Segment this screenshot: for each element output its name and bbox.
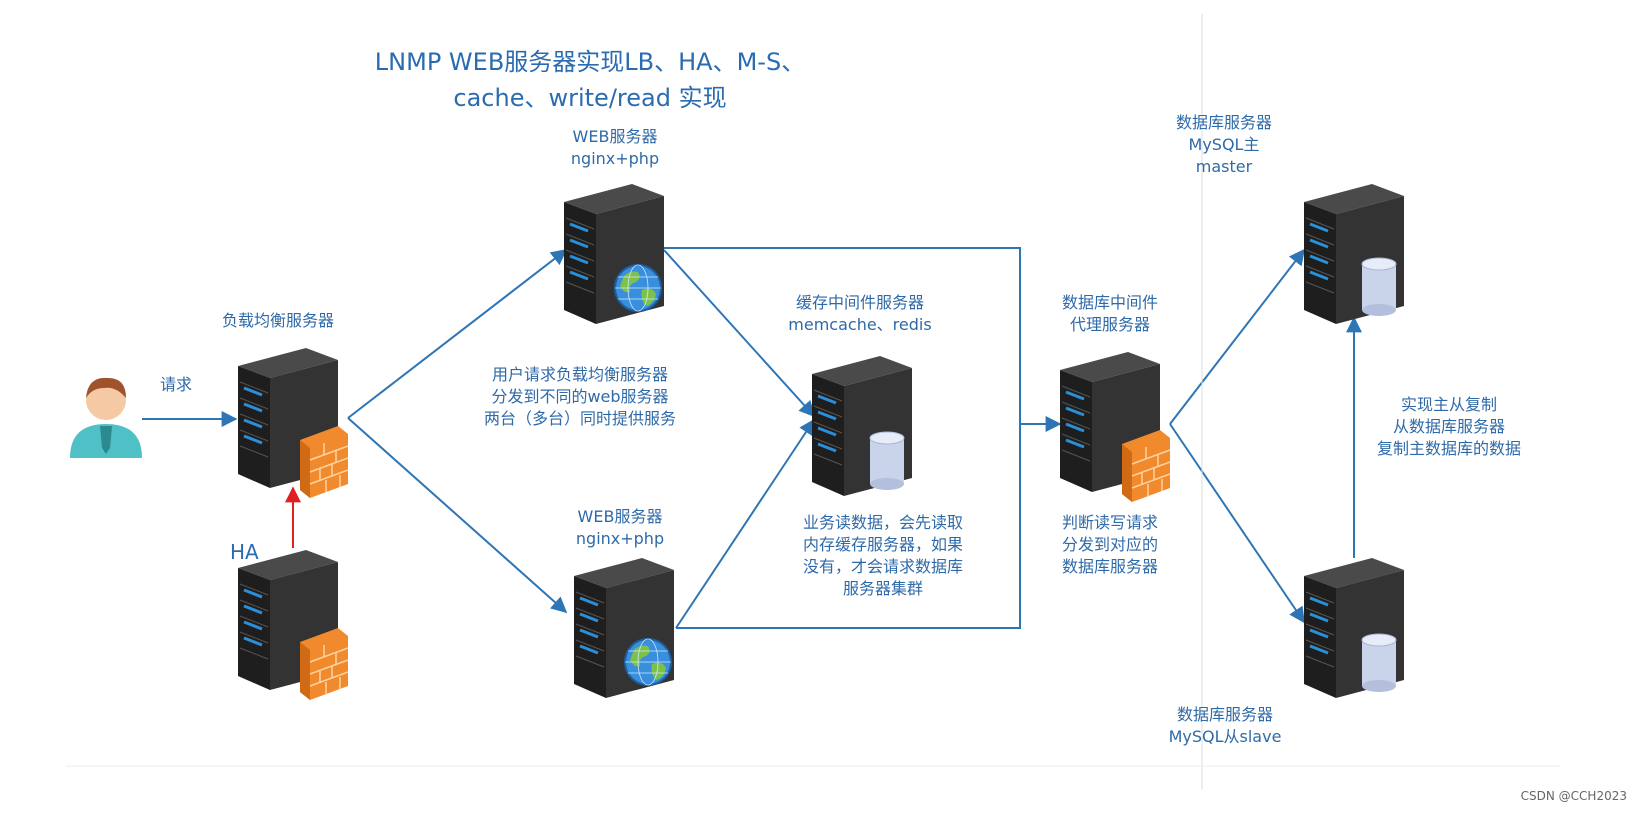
- db-proxy-label-line-1: 数据库中间件: [1061, 293, 1158, 312]
- web-top-label-line-2: nginx+php: [570, 149, 660, 168]
- cache-note: 业务读数据，会先读取 内存缓存服务器，如果 没有，才会请求数据库 服务器集群: [788, 512, 978, 600]
- cache-label-line-1: 缓存中间件服务器: [795, 293, 924, 312]
- title-line-1: LNMP WEB服务器实现LB、HA、M-S、: [374, 48, 806, 76]
- ha-label: HA: [230, 540, 259, 564]
- replication-note-line-1: 实现主从复制: [1400, 395, 1497, 414]
- master-db-label: 数据库服务器 MySQL主 master: [1164, 112, 1284, 178]
- web-top-label: WEB服务器 nginx+php: [560, 126, 670, 170]
- diagram-title: LNMP WEB服务器实现LB、HA、M-S、 cache、write/read…: [360, 44, 820, 116]
- connection-lines: [142, 247, 1362, 629]
- lb-note-line-2: 分发到不同的web服务器: [491, 387, 669, 406]
- db-proxy-note-line-2: 分发到对应的: [1061, 535, 1158, 554]
- web1-to-cache-arrow: [663, 249, 816, 418]
- lb-note-line-3: 两台（多台）同时提供服务: [483, 409, 676, 428]
- lb-to-web2-arrow: [347, 417, 568, 614]
- replication-note-line-2: 从数据库服务器: [1392, 417, 1505, 436]
- web-server-bottom-icon: [572, 556, 676, 700]
- db-proxy-note-line-1: 判断读写请求: [1061, 513, 1158, 532]
- proxy-to-slave-arrow: [1169, 423, 1305, 624]
- title-line-2: cache、write/read 实现: [453, 84, 727, 112]
- user-icon: [70, 377, 142, 458]
- cache-note-line-3: 没有，才会请求数据库: [802, 557, 963, 576]
- watermark: CSDN @CCH2023: [1520, 789, 1627, 803]
- replication-note-line-3: 复制主数据库的数据: [1376, 439, 1521, 458]
- web-top-label-line-1: WEB服务器: [572, 127, 658, 146]
- db-proxy-note: 判断读写请求 分发到对应的 数据库服务器: [1050, 512, 1170, 578]
- master-db-server-icon: [1302, 182, 1406, 326]
- cache-note-line-4: 服务器集群: [842, 579, 923, 598]
- proxy-to-master-arrow: [1169, 248, 1305, 425]
- web-to-proxy-bus: [664, 247, 1021, 629]
- db-proxy-server-icon: [1058, 350, 1171, 503]
- db-proxy-label: 数据库中间件 代理服务器: [1050, 292, 1170, 336]
- slave-db-label-line-1: 数据库服务器: [1176, 705, 1273, 724]
- lb-note-line-1: 用户请求负载均衡服务器: [491, 365, 668, 384]
- cache-label: 缓存中间件服务器 memcache、redis: [780, 292, 940, 336]
- web-server-top-icon: [562, 182, 666, 326]
- load-balancer-server-icon: [236, 346, 349, 499]
- lb-to-web1-arrow: [347, 249, 568, 419]
- replication-note: 实现主从复制 从数据库服务器 复制主数据库的数据: [1364, 394, 1534, 460]
- web2-to-cache-arrow: [675, 418, 815, 629]
- db-proxy-note-line-3: 数据库服务器: [1061, 557, 1158, 576]
- lb-note: 用户请求负载均衡服务器 分发到不同的web服务器 两台（多台）同时提供服务: [470, 364, 690, 430]
- cache-note-line-1: 业务读数据，会先读取: [802, 513, 963, 532]
- master-db-label-line-1: 数据库服务器: [1175, 113, 1272, 132]
- master-db-label-line-2: MySQL主: [1188, 135, 1260, 154]
- cache-server-icon: [810, 354, 914, 498]
- web-bottom-label: WEB服务器 nginx+php: [560, 506, 680, 550]
- db-proxy-label-line-2: 代理服务器: [1069, 315, 1150, 334]
- request-label: 请求: [160, 375, 193, 394]
- ha-backup-server-icon: [236, 548, 349, 701]
- slave-db-server-icon: [1302, 556, 1406, 700]
- load-balancer-label: 负载均衡服务器: [222, 311, 335, 330]
- web-bottom-label-line-2: nginx+php: [575, 529, 665, 548]
- slave-db-label-line-2: MySQL从slave: [1168, 727, 1282, 746]
- slave-db-label: 数据库服务器 MySQL从slave: [1158, 704, 1292, 748]
- master-db-label-line-3: master: [1195, 157, 1253, 176]
- cache-label-line-2: memcache、redis: [788, 315, 932, 334]
- cache-note-line-2: 内存缓存服务器，如果: [802, 535, 963, 554]
- web-bottom-label-line-1: WEB服务器: [577, 507, 663, 526]
